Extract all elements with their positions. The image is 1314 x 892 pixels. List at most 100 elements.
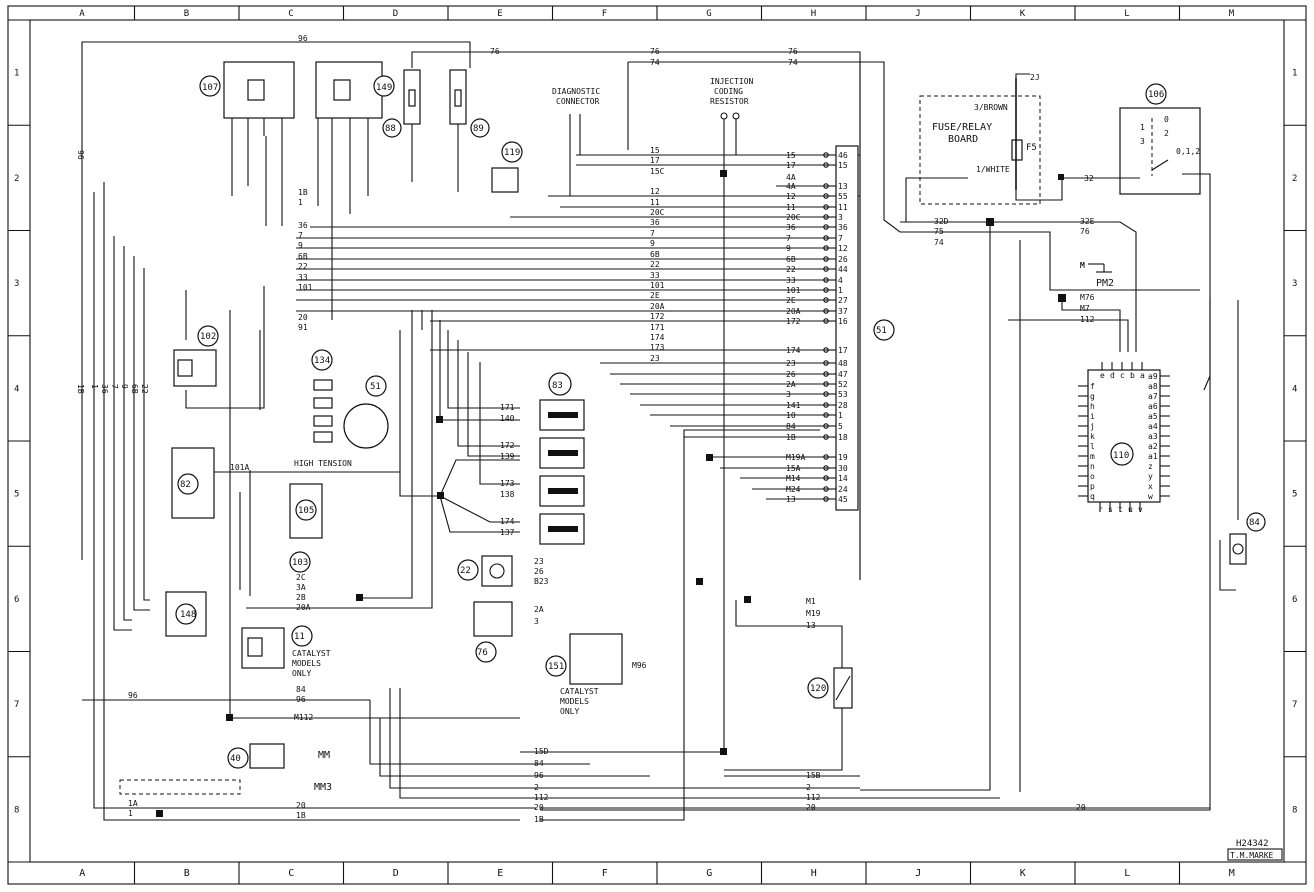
ecu110-pin-label: a7 [1148,392,1158,401]
column-label: E [497,9,502,19]
wire-label: 22 [298,262,308,271]
component-label: 148 [180,610,196,620]
row-label: 4 [14,384,19,394]
component-134: 134 [311,349,333,443]
component-label: 83 [552,381,563,391]
component-label: 11 [294,632,305,642]
title-block: H24342 T.M.MARKE [1227,839,1283,861]
wire-label: 20A [296,603,311,612]
wire-label: 112 [1080,315,1095,324]
label-line: MODELS [560,697,589,706]
column-label: B [184,9,189,19]
component-label: 76 [477,648,488,658]
wire-label: 74 [788,58,798,67]
relay-107: 107 [199,61,295,136]
ecu-pin-number: 11 [838,203,848,212]
column-label: B [184,868,190,879]
wire-label: M7 [1080,304,1090,313]
ecu110-pin-label: k [1090,432,1095,441]
column-label: L [1124,9,1129,19]
row-label: 7 [1292,700,1297,710]
bus-wire-label: 11 [650,198,660,207]
column-label: C [288,868,294,879]
ecu110-pin-label: i [1090,412,1095,421]
component-label-51: 51 [370,382,381,392]
component-83: 83 [539,372,585,545]
switch-pos: 0,1,2 [1176,147,1200,156]
bus-wire-label: 6B [650,250,660,259]
label-line: FUSE/RELAY [932,122,992,133]
component-label: 84 [1249,518,1260,528]
bottom-wire-label: 2 [806,783,811,792]
ecu110-pin-label: x [1148,482,1153,491]
column-label: M [1229,868,1235,879]
ecu-pin-number: 28 [838,401,848,410]
ecu110-pin-label: s [1108,505,1113,514]
label-line: BOARD [948,134,978,145]
ecu110-pin-label: g [1090,392,1095,401]
wire-label: 76 [650,47,660,56]
bottom-wire-label: 1B [534,815,544,824]
bus-wire-label: 20A [650,302,665,311]
row-label: 6 [14,595,19,605]
column-label: K [1020,868,1026,879]
ecu110-pin-label: a8 [1148,382,1158,391]
wire-label: 36 [298,221,308,230]
column-label: L [1124,868,1130,879]
wire-label: 172 [500,441,515,450]
wire-label: 3 [534,617,539,626]
ecu-pin-number: 13 [838,182,848,191]
label-line: CODING [714,87,743,96]
wire-label: 3/BROWN [974,103,1008,112]
bottom-wire-label: 20 [1076,803,1086,812]
wire-label: 20 [298,313,308,322]
wire-label: 75 [934,227,944,236]
wire-label: 20 [296,801,306,810]
wire-label: 140 [500,414,515,423]
ecu110-pin-label: j [1090,422,1095,431]
left-wires [82,124,536,821]
wire-label: 1/WHITE [976,165,1010,174]
bottom-wire-label: 20 [534,803,544,812]
bottom-wires [156,170,1210,821]
row-label: 2 [14,174,19,184]
row-label: 1 [14,69,19,79]
switch-pos: 0 [1164,115,1169,124]
label-line: DIAGNOSTIC [552,87,600,96]
column-label: M [1229,9,1235,19]
wire-label: 96 [298,34,308,43]
bus-wire-label: 7 [650,229,655,238]
ecu110-pin-label: a4 [1148,422,1158,431]
vertical-wire-label: 36 [100,384,109,394]
vertical-wire-label: 1B [76,384,85,394]
component-label: 106 [1148,90,1164,100]
row-label: 6 [1292,595,1297,605]
row-label: 8 [14,805,19,815]
ecu110-pin-label: l [1090,442,1095,451]
wire-label: M96 [632,661,647,670]
component-102: 102 [173,325,219,387]
label-line: MODELS [292,659,321,668]
label-line: CONNECTOR [556,97,600,106]
row-label: 4 [1292,384,1297,394]
component-label: 82 [180,480,191,490]
wire-label: 2J [1030,73,1040,82]
ignition-switch-106: 106 0 2 0,1,2 1 3 32 [1058,83,1211,391]
wire-label: 1A [128,799,138,808]
label-line: RESISTOR [710,97,749,106]
earth-label: PM2 [1096,278,1114,289]
column-label: G [706,868,712,879]
bus-wire-label: 20C [650,208,665,217]
bus-wire-label: 15 [650,146,660,155]
column-label: K [1020,9,1026,19]
bottom-wire-label: 112 [534,793,549,802]
bus-wire-label: 9 [650,239,655,248]
wire-label: 91 [298,323,308,332]
wire-label: 1B [298,188,308,197]
switch-pos: 1 [1140,123,1145,132]
wire-label: 2C [296,573,306,582]
wire-label: 23 [534,557,544,566]
